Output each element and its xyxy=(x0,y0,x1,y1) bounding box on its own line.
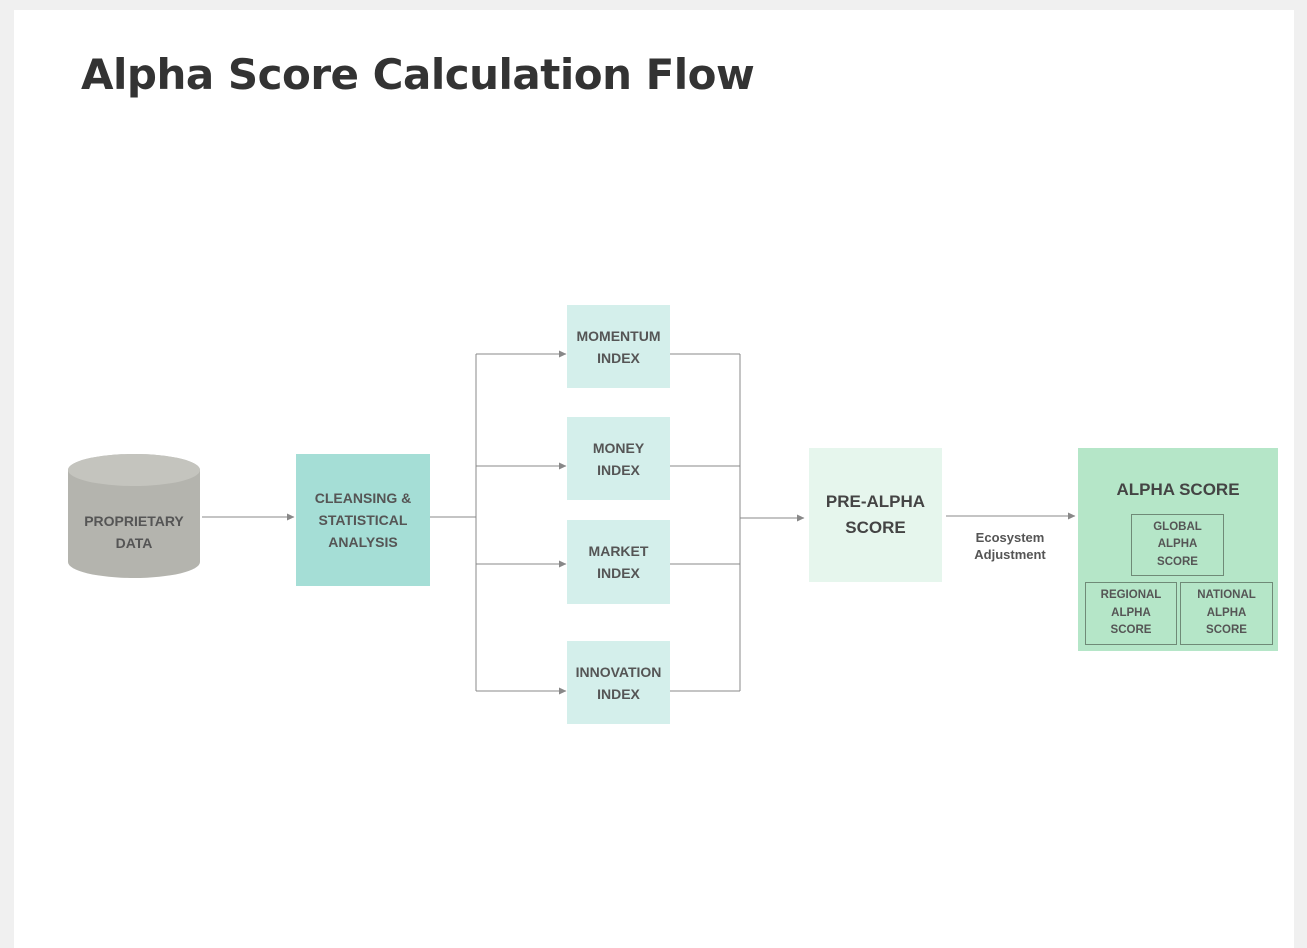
regional-alpha-score-box: REGIONAL ALPHA SCORE xyxy=(1085,582,1177,645)
proprietary-data-label: PROPRIETARY DATA xyxy=(84,513,184,551)
cleansing-analysis-node: CLEANSING & STATISTICAL ANALYSIS xyxy=(296,454,430,586)
connectors xyxy=(202,350,1076,695)
innovation-index-node: INNOVATION INDEX xyxy=(567,641,670,724)
page-title: Alpha Score Calculation Flow xyxy=(81,50,755,99)
database-icon xyxy=(68,454,200,578)
ecosystem-adjustment-label: Ecosystem Adjustment xyxy=(974,530,1046,562)
money-index-node: MONEY INDEX xyxy=(567,417,670,500)
national-alpha-score-box: NATIONAL ALPHA SCORE xyxy=(1180,582,1273,645)
alpha-score-title: ALPHA SCORE xyxy=(1116,480,1240,499)
flow-diagram xyxy=(68,350,1076,695)
market-index-node: MARKET INDEX xyxy=(567,520,670,604)
global-alpha-score-box: GLOBAL ALPHA SCORE xyxy=(1131,514,1224,576)
page: Alpha Score Calculation Flow xyxy=(14,10,1294,948)
pre-alpha-score-node: PRE-ALPHA SCORE xyxy=(809,448,942,582)
alpha-score-node: ALPHA SCORE GLOBAL ALPHA SCORE REGIONAL … xyxy=(1078,448,1278,651)
momentum-index-node: MOMENTUM INDEX xyxy=(567,305,670,388)
